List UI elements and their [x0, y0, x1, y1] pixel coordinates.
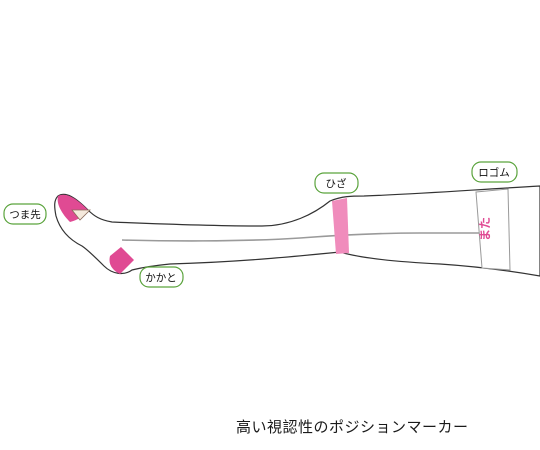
label-toe-box	[3, 203, 47, 225]
label-welt: ロゴム	[478, 166, 510, 179]
label-toe: つま先	[9, 209, 41, 221]
thigh-marker-band	[475, 188, 511, 271]
label-knee: ひざ	[326, 177, 347, 190]
label-welt-box	[471, 161, 518, 183]
thigh-marker-text: また	[478, 217, 492, 241]
toe-marker-inner	[71, 209, 91, 221]
stocking-outline	[54, 185, 540, 277]
label-heel: かかと	[145, 272, 177, 284]
knee-marker	[332, 198, 349, 254]
label-heel-box	[139, 266, 184, 288]
caption: 高い視認性のポジションマーカー	[236, 418, 469, 436]
center-line	[121, 232, 484, 242]
label-knee-box	[314, 172, 359, 194]
heel-marker	[109, 247, 134, 274]
